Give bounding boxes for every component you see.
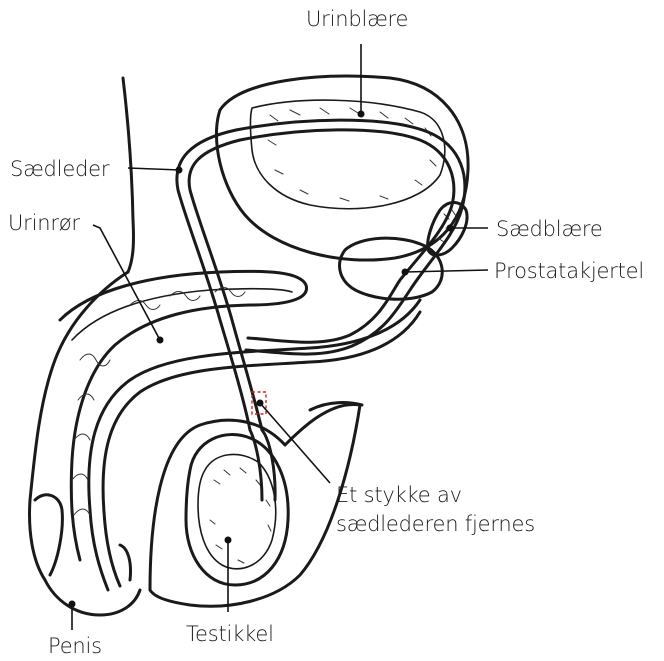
leader-penis-dot bbox=[69, 601, 76, 608]
leader-saedblaere-dot bbox=[447, 225, 454, 232]
label-saedleder: Sædleder bbox=[10, 156, 109, 182]
leader-saedleder-dot bbox=[176, 167, 183, 174]
leader-saedleder bbox=[128, 168, 180, 170]
label-testikkel: Testikkel bbox=[186, 621, 274, 647]
leader-urinror bbox=[93, 225, 160, 340]
leader-testikkel-dot bbox=[225, 537, 232, 544]
leader-prostata-dot bbox=[402, 269, 409, 276]
leader-urinror-dot bbox=[157, 337, 164, 344]
label-prostatakjertel: Prostatakjertel bbox=[494, 258, 644, 284]
abdomen-outline bbox=[123, 78, 133, 272]
label-urinror: Urinrør bbox=[8, 210, 80, 236]
label-cut-line1: Et stykke av bbox=[336, 482, 462, 508]
label-penis: Penis bbox=[48, 633, 102, 659]
epididymis bbox=[250, 430, 275, 500]
label-saedblaere: Sædblære bbox=[496, 216, 603, 242]
leader-cut-dot bbox=[257, 400, 264, 407]
leader-urinblaere-dot bbox=[358, 111, 365, 118]
leader-prostata bbox=[405, 270, 488, 272]
penis bbox=[30, 271, 307, 615]
scrotum bbox=[150, 404, 360, 606]
label-cut-line2: sædlederen fjernes bbox=[336, 511, 535, 537]
label-urinblaere: Urinblære bbox=[306, 6, 408, 32]
